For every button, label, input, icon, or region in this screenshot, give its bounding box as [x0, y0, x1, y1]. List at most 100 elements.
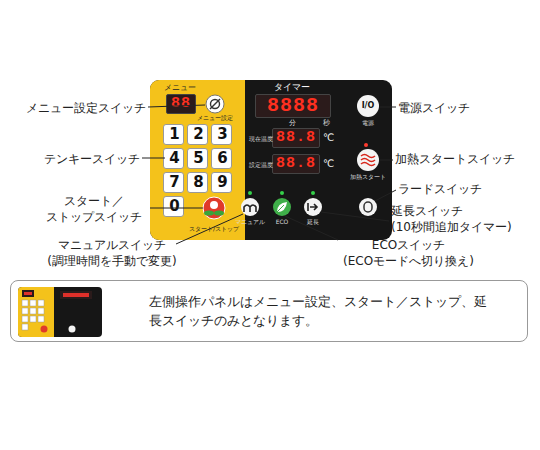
button-caption: メニュー設定	[193, 114, 237, 122]
mini-key	[22, 316, 28, 322]
keypad-key: 2	[187, 124, 208, 145]
lard-button	[359, 198, 377, 216]
mini-key	[30, 300, 36, 306]
callout-label: 加熱スタートスイッチ	[395, 151, 535, 167]
callout-label: ECOスイッチ (ECOモードへ切り換え)	[316, 237, 501, 269]
note-box: 左側操作パネルはメニュー設定、スタート／ストップ、延長スイッチのみとなります。	[10, 280, 528, 342]
extension-button	[304, 198, 322, 216]
mini-timer-display	[60, 291, 92, 299]
button-caption: スタート/ストップ	[186, 225, 242, 233]
mini-extension-button	[69, 326, 76, 333]
keypad-key: 3	[211, 124, 232, 145]
indicator-led	[280, 191, 284, 195]
key-number: 5	[188, 149, 209, 168]
indicator-led	[311, 191, 315, 195]
node-text: メニュー	[164, 82, 214, 93]
mini-key	[22, 308, 28, 314]
indicator-led	[248, 191, 252, 195]
key-number: 8	[188, 173, 209, 192]
leader-line	[176, 214, 243, 244]
leader-line	[285, 216, 338, 240]
button-caption: ECO	[270, 218, 294, 226]
start-stop-button	[203, 197, 225, 219]
unit-label: 秒	[320, 119, 332, 128]
leader-line	[380, 160, 393, 161]
indicator-led	[364, 143, 368, 147]
keypad-key: 1	[163, 124, 184, 145]
button-caption: 加熱スタート	[344, 173, 392, 181]
key-number: 3	[212, 125, 233, 144]
mini-keypad	[22, 300, 44, 330]
key-number: 4	[164, 149, 185, 168]
callout-label: スタート／ ストップスイッチ	[38, 193, 150, 225]
menu-button-symbol	[210, 99, 220, 109]
leader-line	[148, 105, 205, 107]
mini-panel-yellow	[44, 287, 54, 337]
button-caption: 延長	[301, 218, 325, 226]
leader-line	[321, 212, 389, 221]
leader-line	[150, 208, 203, 209]
lard-symbol	[364, 202, 372, 212]
keypad-key: 7	[163, 172, 184, 193]
mini-key	[30, 308, 36, 314]
callout-label: メニュー設定スイッチ	[10, 100, 146, 116]
unit-label: 分	[286, 119, 298, 128]
mini-display-digits	[24, 292, 32, 295]
mini-key	[38, 300, 44, 306]
mini-key	[38, 316, 44, 322]
leader-line	[380, 107, 396, 108]
manual-symbol	[244, 205, 256, 212]
mini-panel	[18, 287, 102, 337]
keypad-key: 8	[187, 172, 208, 193]
key-number: 2	[188, 125, 209, 144]
mini-panel-yellow	[18, 287, 54, 337]
menu-button-symbol	[211, 100, 220, 109]
display-digits: 8888	[256, 95, 330, 117]
heat-symbol	[361, 155, 375, 166]
digit-display: 8888	[255, 94, 331, 118]
display-digits: 88	[167, 95, 195, 113]
button-caption: 電源	[354, 119, 382, 127]
keypad-section: メニュー 88 123 456 789 0	[150, 80, 245, 240]
manual-button	[241, 198, 259, 216]
digit-display: 88.8	[272, 128, 320, 148]
digit-display: 88	[166, 94, 196, 114]
keypad-key: 5	[187, 148, 208, 169]
leader-line	[142, 158, 165, 159]
keypad-key: 6	[211, 148, 232, 169]
start-stop-symbol	[204, 210, 214, 215]
callout-label: ラードスイッチ	[398, 181, 508, 197]
eco-button	[273, 198, 291, 216]
digit-display: 88.8	[272, 154, 320, 174]
display-digits: 88.8	[273, 129, 319, 147]
callout-label: 延長スイッチ (10秒間追加タイマー)	[391, 203, 531, 235]
node-text: タイマー	[262, 82, 322, 93]
key-number: 1	[164, 125, 185, 144]
callout-label: テンキースイッチ	[10, 151, 140, 167]
unit-label: ℃	[323, 157, 337, 170]
unit-label: ℃	[323, 131, 337, 144]
keypad-key: 9	[211, 172, 232, 193]
mini-key	[22, 300, 28, 306]
leader-line	[375, 190, 396, 201]
start-stop-symbol	[214, 210, 224, 215]
eco-leaf	[277, 202, 287, 212]
display-caption: 現在温度	[248, 135, 274, 143]
extension-symbol	[308, 203, 317, 211]
menu-button	[206, 95, 224, 113]
keypad-key: 4	[163, 148, 184, 169]
button-symbol-text: I/O	[354, 101, 382, 111]
key-number: 6	[212, 149, 233, 168]
display-digits: 88.8	[273, 155, 319, 173]
mini-key	[22, 324, 28, 330]
node-text: 左側操作パネルはメニュー設定、スタート／ストップ、延長スイッチのみとなります。	[149, 292, 494, 330]
key-number: 7	[164, 173, 185, 192]
eco-leaf	[277, 205, 284, 212]
control-panel: タイマー メニュー 88 123 456 789 0 8888 88.8 88.8	[150, 80, 392, 240]
keypad-key: 0	[163, 196, 184, 217]
mini-key	[30, 316, 36, 322]
mini-display	[22, 290, 34, 297]
leader-lines	[142, 105, 396, 244]
mini-start-button	[41, 326, 48, 333]
